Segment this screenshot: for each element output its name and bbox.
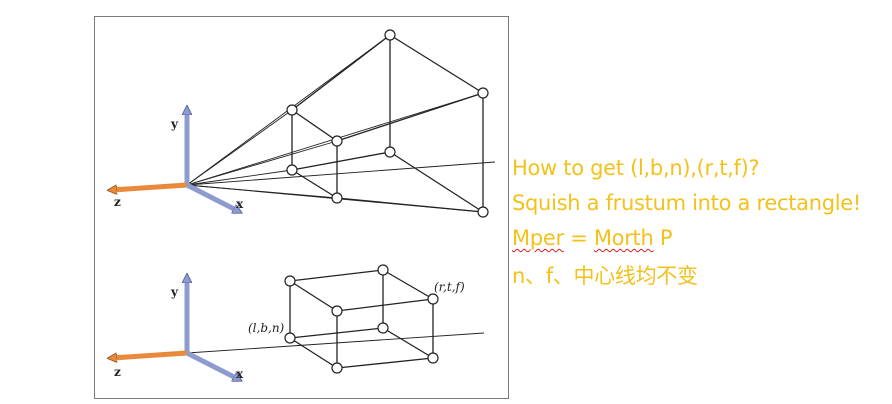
- bottom-box-group: (l,b,n) (r,t,f) y z x: [112, 264, 485, 381]
- vertex: [286, 104, 298, 116]
- vertex: [427, 352, 439, 364]
- top-frustum-group: y z x: [112, 29, 496, 218]
- morth-term: Morth: [593, 226, 654, 250]
- frustum-side-edges: [291, 34, 484, 213]
- vertex: [427, 293, 439, 305]
- top-axes: y z x: [112, 110, 244, 211]
- annotation-matrix-equation: Mper = Morth P: [512, 226, 673, 250]
- vertex: [284, 332, 296, 344]
- p-term: P: [653, 226, 673, 250]
- vertex: [331, 135, 343, 147]
- vertex: [286, 164, 298, 176]
- x-axis-arrow-icon: [185, 350, 238, 379]
- corner-near-label: (l,b,n): [248, 321, 285, 335]
- x-axis-arrow-icon: [185, 182, 238, 211]
- bottom-y-axis-label: y: [170, 285, 179, 299]
- bottom-z-axis-label: z: [114, 365, 121, 379]
- z-axis-arrow-icon: [112, 350, 188, 358]
- annotation-invariants: n、f、中心线均不变: [512, 264, 698, 288]
- vertex: [331, 192, 343, 204]
- frustum-near-face: [291, 109, 338, 198]
- vertex: [331, 362, 343, 374]
- equals-sign: =: [563, 226, 594, 250]
- top-y-axis-label: y: [170, 117, 179, 131]
- z-axis-arrow-icon: [112, 182, 188, 190]
- top-x-axis-label: x: [236, 197, 244, 211]
- bottom-x-axis-label: x: [236, 367, 244, 381]
- frustum-vertices: [286, 29, 489, 218]
- vertex: [384, 146, 396, 158]
- annotation-squish: Squish a frustum into a rectangle!: [512, 191, 862, 215]
- top-z-axis-label: z: [114, 195, 121, 209]
- vertex: [384, 29, 396, 41]
- vertex: [477, 87, 489, 99]
- box-edges: [289, 269, 434, 369]
- vertex: [377, 322, 389, 334]
- mper-term: Mper: [512, 226, 564, 250]
- frustum-far-face: [336, 34, 484, 213]
- center-line: [186, 332, 485, 354]
- vertex: [477, 206, 489, 218]
- bottom-axes: y z x: [112, 278, 244, 381]
- frustum-projection-rays: [186, 34, 496, 213]
- box-vertices: [284, 264, 439, 374]
- vertex: [284, 275, 296, 287]
- annotation-question: How to get (l,b,n),(r,t,f)?: [512, 156, 760, 180]
- vertex: [331, 305, 343, 317]
- vertex: [377, 264, 389, 276]
- corner-far-label: (r,t,f): [434, 280, 465, 294]
